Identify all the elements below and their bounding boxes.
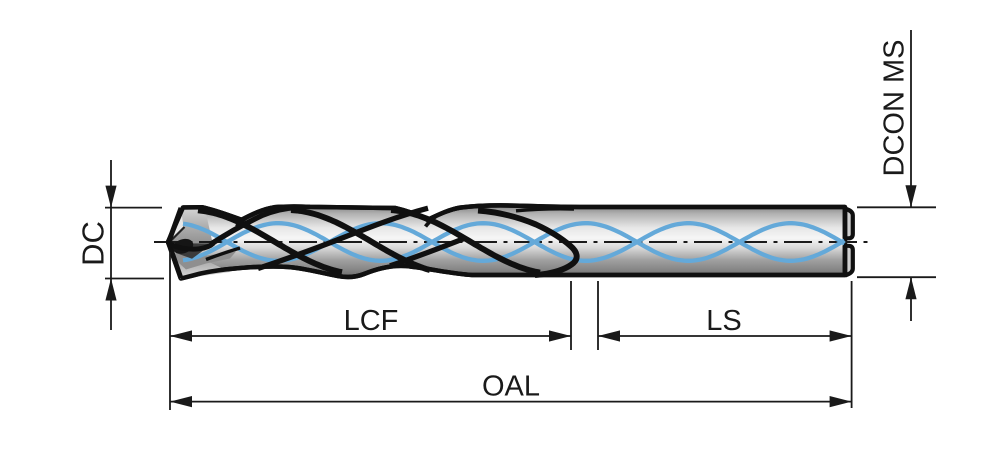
svg-text:OAL: OAL	[482, 371, 540, 403]
svg-text:DC: DC	[76, 221, 111, 266]
svg-text:DCON MS: DCON MS	[879, 40, 911, 177]
svg-text:LCF: LCF	[344, 305, 399, 337]
svg-text:LS: LS	[706, 305, 741, 337]
